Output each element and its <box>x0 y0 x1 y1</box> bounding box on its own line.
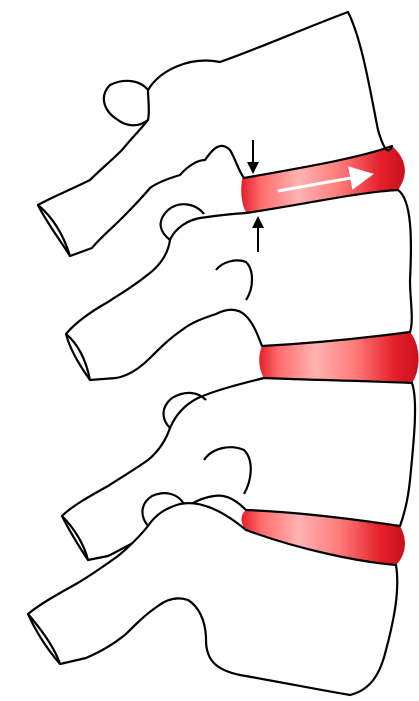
spine-diagram <box>0 0 419 701</box>
